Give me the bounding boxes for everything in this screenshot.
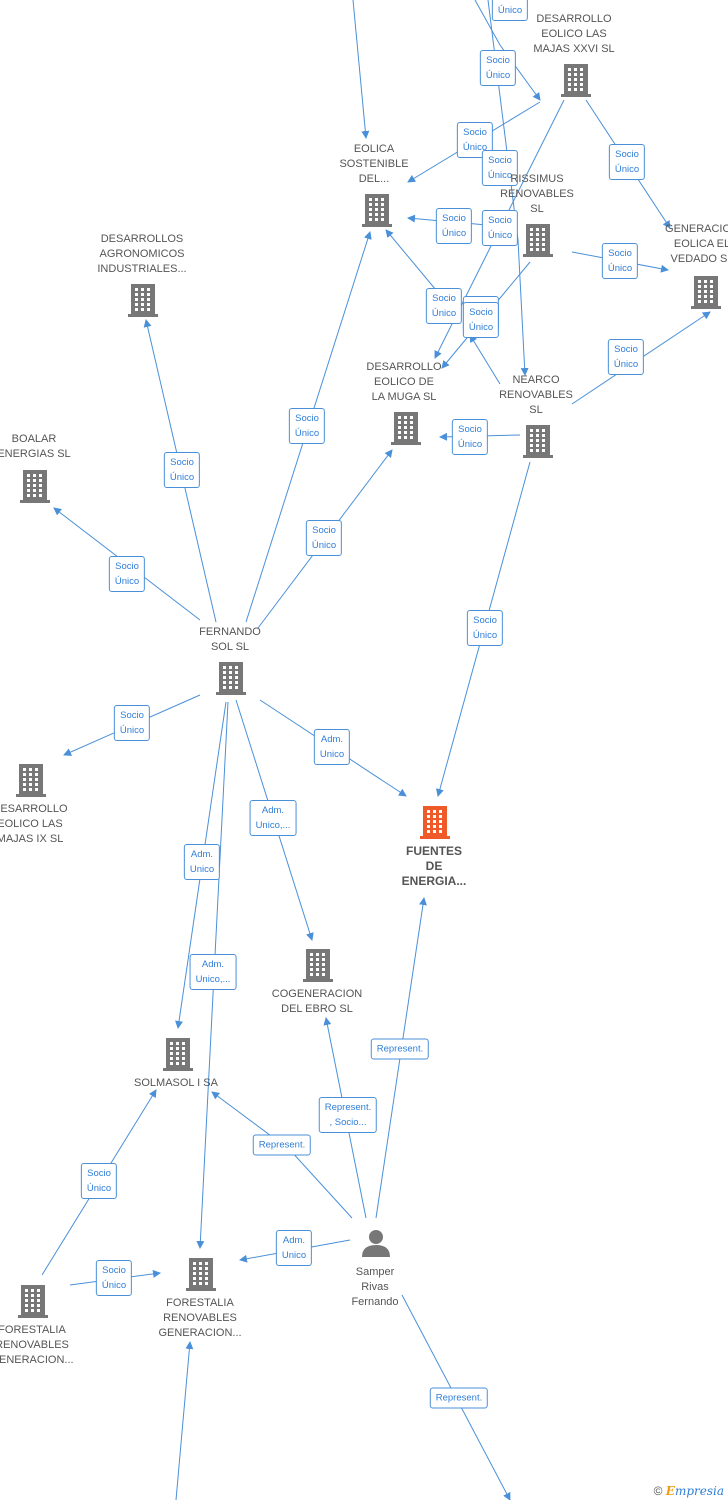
- node-label-cogeneracion[interactable]: COGENERACION DEL EBRO SL: [271, 988, 363, 1015]
- edge-label[interactable]: Represent. , Socio...: [318, 1097, 378, 1133]
- node-label-desarrollo-muga[interactable]: DESARROLLO EOLICO DE LA MUGA SL: [366, 361, 442, 403]
- edge-label[interactable]: Adm. Unico,...: [249, 800, 297, 836]
- node-label-eolica-sostenible[interactable]: EOLICA SOSTENIBLE DEL...: [339, 143, 409, 185]
- node-label-boalar[interactable]: BOALAR ENERGIAS SL: [0, 433, 71, 460]
- building-icon[interactable]: [523, 224, 553, 257]
- icons-layer: [16, 64, 721, 1318]
- edge-label[interactable]: Socio Único: [479, 50, 517, 86]
- copyright-symbol: ©: [653, 1484, 663, 1498]
- node-label-forestalia-left[interactable]: FORESTALIA RENOVABLES GENERACION...: [0, 1324, 74, 1366]
- edge-label[interactable]: Socio Único: [466, 610, 504, 646]
- brand-logo-rest: mpresia: [674, 1484, 724, 1498]
- node-label-fernando-sol[interactable]: FERNANDO SOL SL: [199, 626, 261, 653]
- edge-label[interactable]: Socio Único: [425, 288, 463, 324]
- edge-label[interactable]: Socio Único: [481, 210, 519, 246]
- node-label-desarrollo-xxvi[interactable]: DESARROLLO EOLICO LAS MAJAS XXVI SL: [533, 13, 615, 55]
- edge-label[interactable]: Socio Único: [462, 302, 500, 338]
- edge-label[interactable]: Socio Único: [607, 339, 645, 375]
- edge-label[interactable]: Adm. Unico,...: [189, 954, 237, 990]
- edge-label[interactable]: Represent.: [252, 1134, 312, 1156]
- node-label-desarrollos-agronomicos[interactable]: DESARROLLOS AGRONOMICOS INDUSTRIALES...: [97, 233, 187, 275]
- edge-label[interactable]: Socio Único: [80, 1163, 118, 1199]
- edge-label[interactable]: Socio Único: [608, 144, 646, 180]
- edge-label[interactable]: Socio Único: [491, 0, 529, 21]
- edge-label[interactable]: Represent.: [429, 1387, 489, 1409]
- building-icon[interactable]: [216, 662, 246, 695]
- edge-label[interactable]: Adm. Unico: [313, 729, 351, 765]
- node-label-samper[interactable]: Samper Rivas Fernando: [351, 1266, 399, 1308]
- building-icon[interactable]: [16, 764, 46, 797]
- edge-label[interactable]: Socio Único: [435, 208, 473, 244]
- building-icon[interactable]: [186, 1258, 216, 1291]
- building-icon[interactable]: [18, 1285, 48, 1318]
- node-label-desarrollo-ix[interactable]: DESARROLLO EOLICO LAS MAJAS IX SL: [0, 803, 68, 845]
- watermark: © Empresia: [654, 1484, 724, 1498]
- edge-label[interactable]: Socio Único: [113, 705, 151, 741]
- edge-forestalia-bottom: [175, 1341, 194, 1500]
- node-label-nearco[interactable]: NEARCO RENOVABLES SL: [499, 374, 573, 416]
- building-icon[interactable]: [523, 425, 553, 458]
- edge-label[interactable]: Socio Único: [108, 556, 146, 592]
- edge-label[interactable]: Adm. Unico: [183, 844, 221, 880]
- node-label-generacion-vedado[interactable]: GENERACION EOLICA EL VEDADO SL: [665, 223, 728, 265]
- building-icon[interactable]: [561, 64, 591, 97]
- edge-label[interactable]: Socio Único: [481, 150, 519, 186]
- edge-label[interactable]: Socio Único: [305, 520, 343, 556]
- edge-label[interactable]: Socio Único: [451, 419, 489, 455]
- building-icon[interactable]: [362, 194, 392, 227]
- building-icon[interactable]: [20, 470, 50, 503]
- node-label-rissimus[interactable]: RISSIMUS RENOVABLES SL: [500, 173, 574, 215]
- edge-label[interactable]: Socio Único: [95, 1260, 133, 1296]
- edge-label[interactable]: Socio Único: [288, 408, 326, 444]
- node-label-fuentes[interactable]: FUENTES DE ENERGIA...: [401, 844, 467, 888]
- building-icon[interactable]: [303, 949, 333, 982]
- building-icon[interactable]: [163, 1038, 193, 1071]
- brand-logo-initial: E: [665, 1484, 675, 1498]
- building-icon[interactable]: [420, 806, 450, 839]
- building-icon[interactable]: [128, 284, 158, 317]
- edge-line-e8: [385, 229, 437, 291]
- building-icon[interactable]: [391, 412, 421, 445]
- node-label-forestalia-center[interactable]: FORESTALIA RENOVABLES GENERACION...: [158, 1297, 242, 1339]
- edge-line-e3: [474, 0, 541, 101]
- edge-label[interactable]: Represent.: [370, 1038, 430, 1060]
- edge-label[interactable]: Socio Único: [601, 243, 639, 279]
- edge-label[interactable]: Socio Único: [163, 452, 201, 488]
- person-icon[interactable]: [362, 1230, 390, 1257]
- node-label-solmasol[interactable]: SOLMASOL I SA: [134, 1077, 218, 1089]
- edge-line-e12: [469, 334, 501, 385]
- edge-line-e1: [352, 0, 370, 139]
- edge-label[interactable]: Adm. Unico: [275, 1230, 313, 1266]
- building-icon[interactable]: [691, 276, 721, 309]
